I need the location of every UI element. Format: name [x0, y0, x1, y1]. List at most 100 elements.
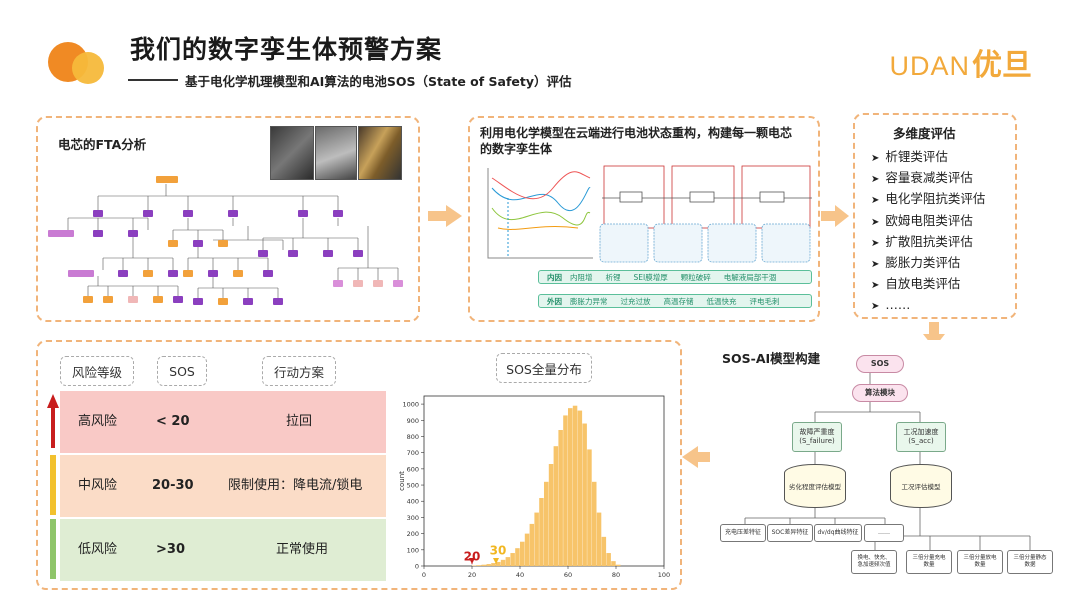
feature-box: 换电、快充、 急加速频次值: [851, 550, 897, 574]
x-tick-label: 60: [564, 571, 572, 579]
model-panel: 利用电化学模型在云端进行电池状态重构，构建每一颗电芯 的数字孪生体: [468, 116, 820, 322]
flow-arrow-right-1: [428, 211, 446, 221]
multi-eval-item: ➤……: [871, 297, 911, 313]
degradation-model-db: 劣化程度评估模型: [784, 464, 846, 508]
fta-top-event: [156, 176, 178, 183]
multi-eval-item: ➤容量衰减类评估: [871, 170, 973, 186]
histogram-bar: [577, 410, 583, 566]
feature-box: 充电压差特征: [720, 524, 766, 542]
band-external-tag: 外因: [547, 296, 562, 306]
battery-photo-3: [358, 126, 402, 180]
risk-row-level: 高风险: [78, 414, 118, 429]
x-tick-label: 0: [422, 571, 426, 579]
fta-node: [193, 240, 203, 247]
histogram-bar: [520, 541, 525, 566]
chevron-right-icon: ➤: [871, 301, 880, 313]
fta-node: [353, 250, 363, 257]
fta-node: [103, 296, 113, 303]
flow-arrow-right-2-head: [835, 205, 849, 227]
fta-node: [83, 296, 93, 303]
histogram-bar: [611, 561, 616, 566]
x-tick-label: 100: [658, 571, 670, 579]
y-tick-label: 200: [407, 530, 419, 538]
multi-eval-item: ➤膨胀力类评估: [871, 254, 961, 270]
risk-arrow-up-icon: [47, 394, 59, 448]
x-tick-label: 20: [468, 571, 476, 579]
histogram-bar: [491, 563, 496, 566]
y-tick-label: 500: [407, 482, 419, 490]
band-internal: 内因 内阻增 析锂 SEI膜增厚 颗粒破碎 电解液局部干涸: [538, 270, 812, 284]
electrochem-curves: [487, 168, 593, 259]
band-internal-item: 析锂: [605, 272, 621, 282]
fta-node: [243, 298, 253, 305]
sosai-connectors: [744, 373, 1031, 550]
risk-row-level: 中风险: [78, 478, 118, 493]
multi-eval-item: ➤欧姆电阻类评估: [871, 212, 973, 228]
histogram-bar: [563, 415, 568, 566]
risk-row-level: 低风险: [78, 542, 118, 557]
histogram-bar: [606, 553, 611, 566]
model-title-line1: 利用电化学模型在云端进行电池状态重构，构建每一颗电芯: [480, 126, 793, 140]
fta-node: [288, 250, 298, 257]
header-action: 行动方案: [262, 356, 336, 386]
fta-node: [208, 270, 218, 277]
histogram-bar: [553, 446, 559, 566]
fta-node: [323, 250, 333, 257]
fta-node: [153, 296, 163, 303]
algo-module-box: 算法模块: [852, 384, 908, 402]
battery-photo-2: [315, 126, 357, 180]
fta-node: [143, 270, 153, 277]
risk-side-bar-mid: [50, 455, 56, 515]
y-axis-label: count: [398, 471, 406, 491]
feature-box: 三倍分量放电 数量: [957, 550, 1003, 574]
page-subtitle: 基于电化学机理模型和AI算法的电池SOS（State of Safety）评估: [185, 74, 572, 89]
histogram-bar: [476, 565, 482, 566]
histogram-bar: [539, 498, 544, 566]
brand-logo: UDAN 优旦: [889, 40, 1032, 84]
band-external-item: 膨胀力异常: [570, 296, 608, 306]
brand-latin: UDAN: [889, 51, 970, 81]
multi-eval-title: 多维度评估: [893, 126, 956, 141]
risk-row-sos: < 20: [156, 414, 190, 429]
band-internal-item: SEI膜增厚: [633, 272, 668, 282]
s-acc-box: 工况加速度 (S_acc): [896, 422, 946, 452]
s-failure-box: 故障严重度 (S_failure): [792, 422, 842, 452]
feature-box: SOC差异特征: [767, 524, 813, 542]
band-internal-tag: 内因: [547, 272, 562, 282]
fta-node: [233, 270, 243, 277]
risk-row-medium: 中风险 20-30 限制使用：降电流/锁电: [60, 455, 386, 517]
chevron-right-icon: ➤: [871, 216, 880, 228]
fta-node: [93, 210, 103, 217]
fta-node: [68, 270, 94, 277]
multi-eval-panel: 多维度评估: [853, 113, 1017, 319]
fta-node: [168, 240, 178, 247]
chevron-right-icon: ➤: [871, 153, 880, 164]
fta-node: [93, 230, 103, 237]
header-sos: SOS: [157, 356, 207, 386]
histogram-bar: [572, 405, 578, 566]
fta-node: [333, 280, 343, 287]
band-external-item: 低温快充: [706, 296, 737, 306]
histogram-bar: [616, 564, 621, 566]
fta-node: [48, 230, 74, 237]
fta-node: [128, 230, 138, 237]
fta-node: [273, 298, 283, 305]
x-tick-label: 40: [516, 571, 524, 579]
band-external-item: 高温存储: [663, 296, 694, 306]
y-tick-label: 600: [407, 465, 419, 473]
feature-box: 三倍分量静态 数据: [1007, 550, 1053, 574]
multi-eval-list: ➤析锂类评估 ➤容量衰减类评估 ➤电化学阻抗类评估 ➤欧姆电阻类评估 ➤扩散阻抗…: [871, 146, 985, 316]
sosai-title: SOS-AI模型构建: [722, 351, 821, 366]
marker-20-arrow-icon: [469, 558, 475, 564]
histogram-bar: [548, 464, 554, 566]
risk-row-sos: 20-30: [152, 478, 194, 493]
histogram-bar: [568, 408, 573, 566]
y-tick-label: 100: [407, 546, 419, 554]
flow-arrow-left-head: [682, 446, 698, 468]
marker-30-arrow-icon: [493, 558, 499, 564]
chevron-right-icon: ➤: [871, 237, 880, 249]
fta-panel: 电芯的FTA分析: [36, 116, 420, 322]
band-internal-item: 电解液局部干涸: [723, 272, 777, 282]
x-tick-label: 80: [612, 571, 620, 579]
feature-box: ……: [864, 524, 904, 542]
